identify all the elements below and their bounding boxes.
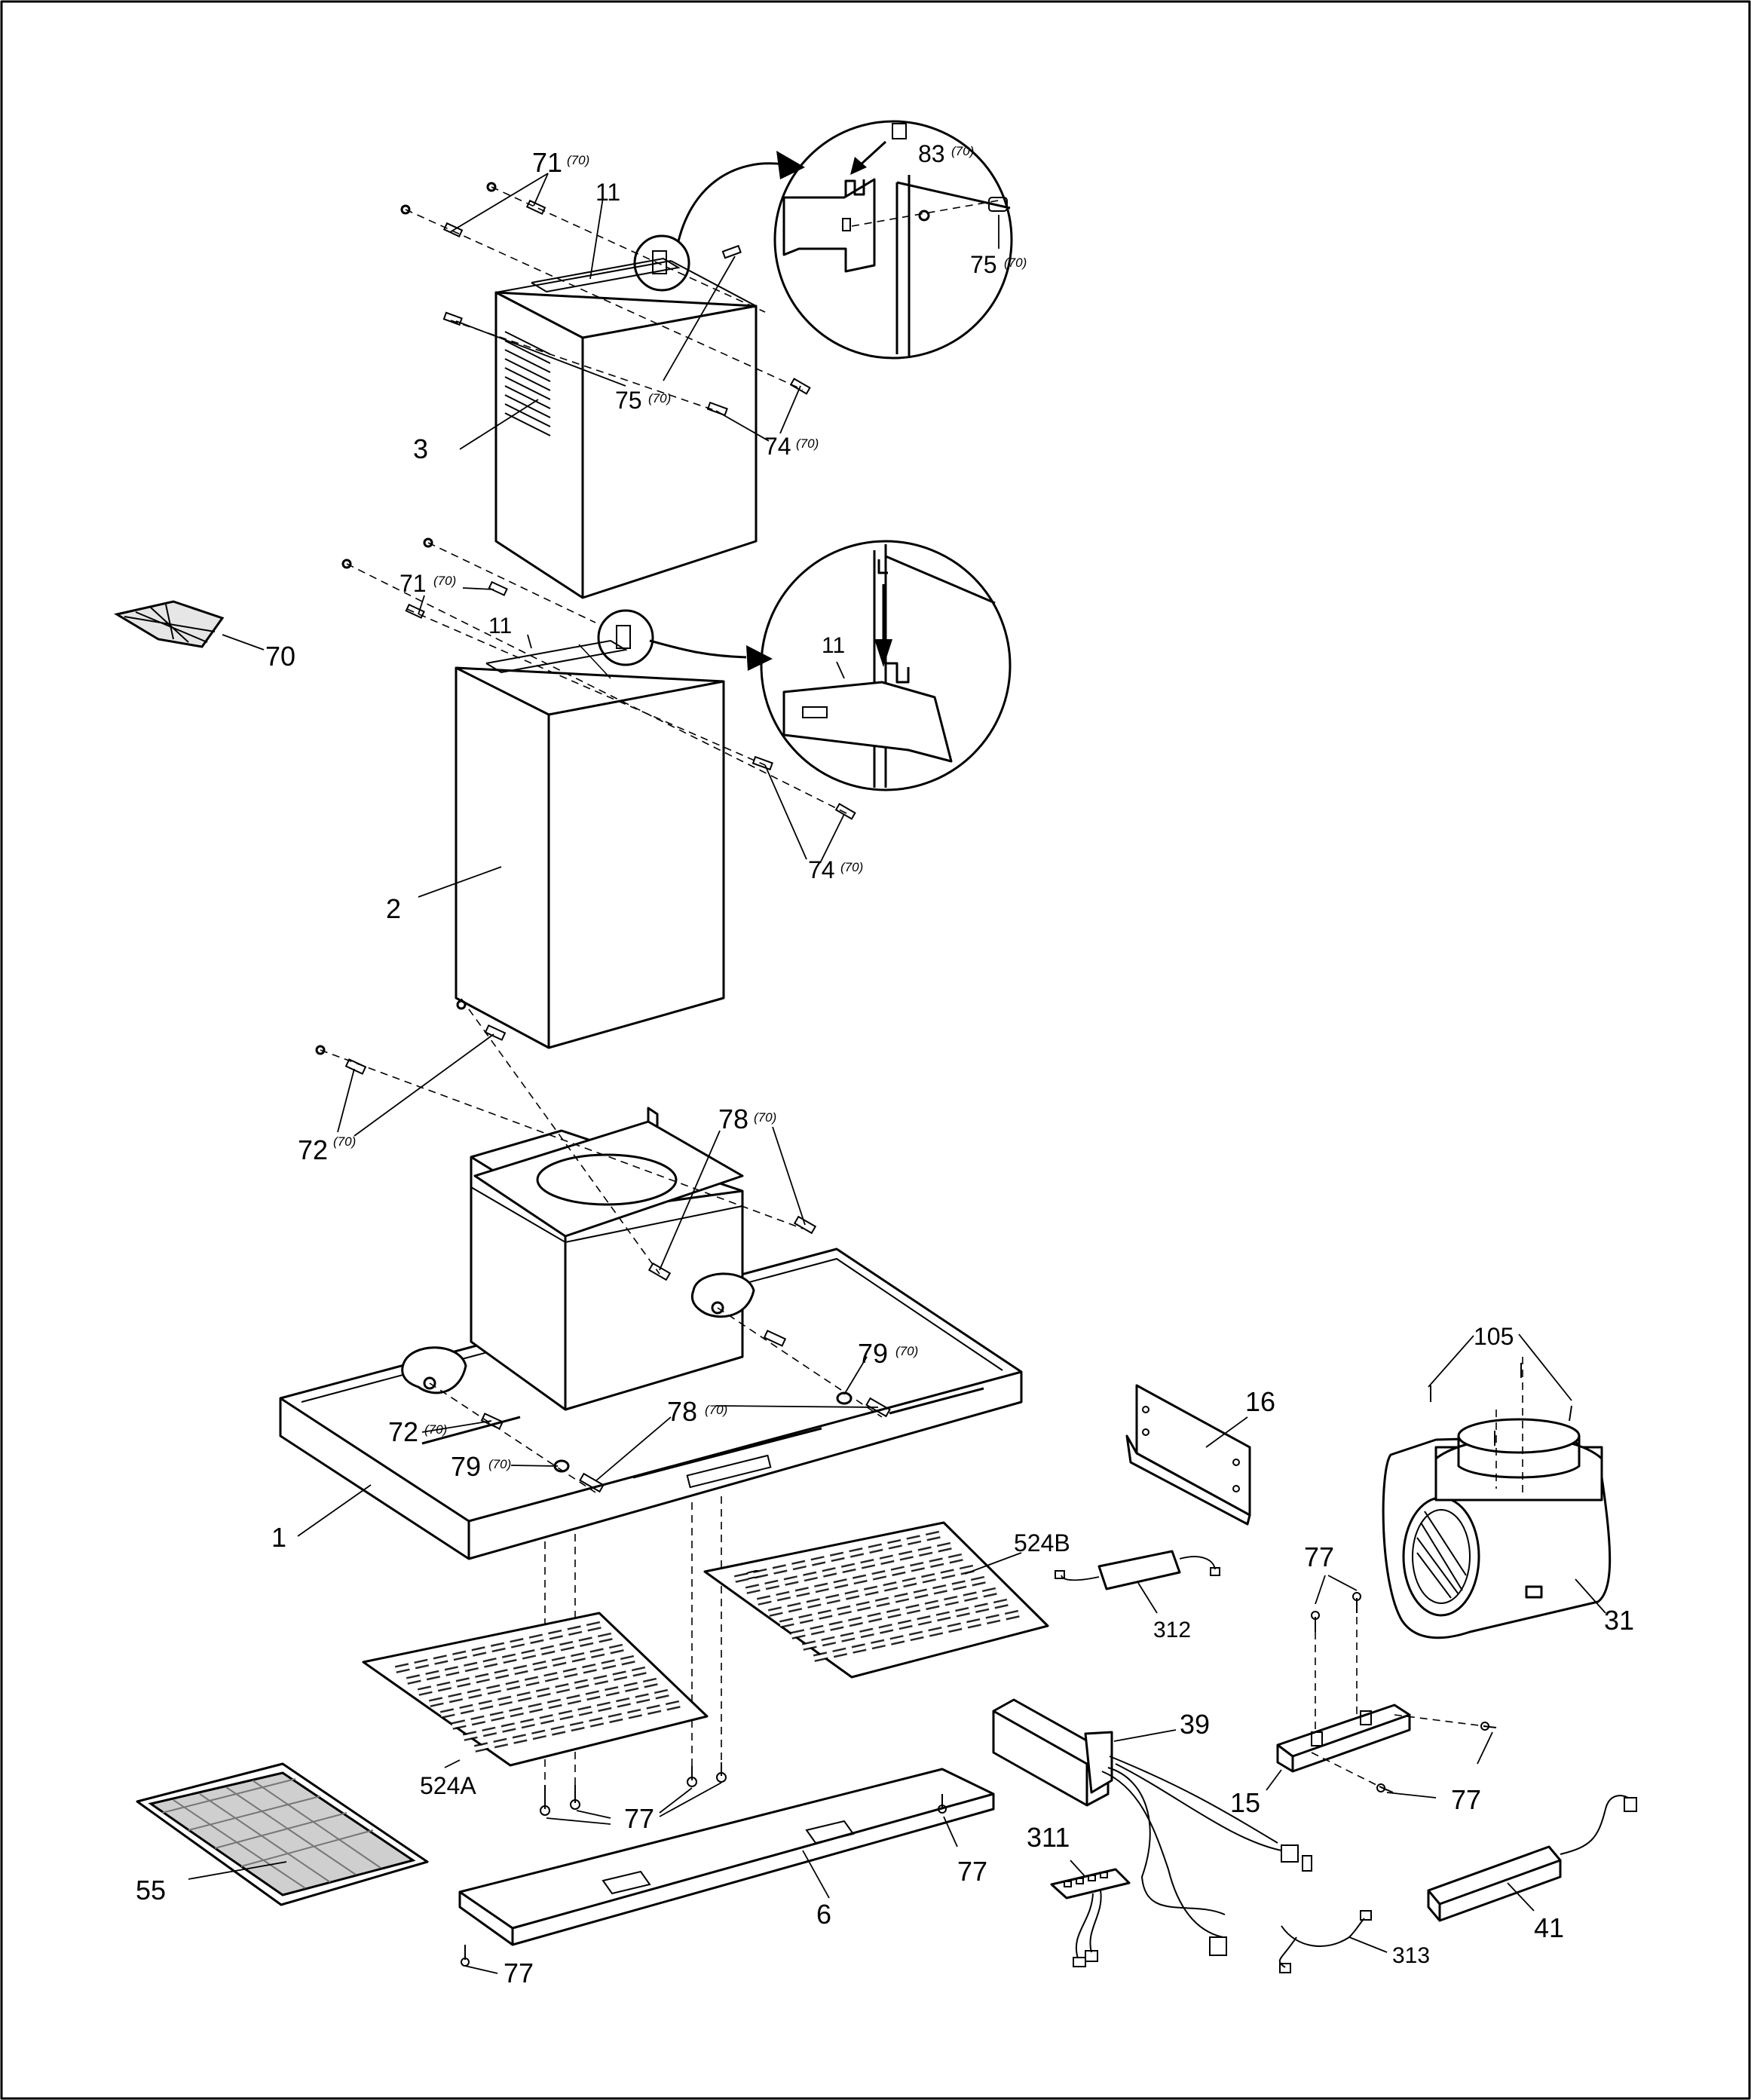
label-79-right-qty: (70)	[895, 1344, 918, 1358]
label-78-lower: 78	[667, 1396, 697, 1427]
fasteners-base	[297, 998, 891, 1786]
label-74-mid-qty: (70)	[840, 860, 863, 874]
label-105: 105	[1474, 1323, 1514, 1350]
part-312-capacitor	[1055, 1550, 1220, 1614]
part-1-hood-base	[279, 1107, 1023, 1560]
part-524A-grease-filter	[362, 1612, 709, 1768]
label-71-top: 71	[532, 147, 562, 178]
label-75-qty: (70)	[648, 391, 671, 406]
label-83: 83	[918, 140, 945, 167]
label-39: 39	[1180, 1709, 1210, 1740]
label-311: 311	[1027, 1822, 1070, 1853]
label-71-mid-qty: (70)	[433, 574, 456, 588]
label-312: 312	[1153, 1618, 1191, 1642]
label-78-lower-qty: (70)	[705, 1403, 727, 1417]
detail-zoom-top	[677, 120, 1013, 360]
detail-zoom-middle	[649, 540, 1012, 791]
label-70: 70	[265, 641, 295, 672]
label-79-left: 79	[451, 1451, 481, 1482]
label-55: 55	[136, 1875, 166, 1906]
part-524B-grease-filter	[703, 1521, 1049, 1679]
part-41-light-strip	[1427, 1795, 1637, 1922]
fasteners-middle	[341, 537, 856, 898]
label-15: 15	[1230, 1787, 1260, 1818]
label-31: 31	[1604, 1605, 1634, 1636]
label-72-lower: 72	[388, 1416, 418, 1447]
label-79-right: 79	[858, 1338, 888, 1369]
label-72-lower-qty: (70)	[424, 1422, 447, 1437]
label-6: 6	[816, 1899, 831, 1930]
part-31-blower	[1382, 1333, 1612, 1639]
screws-77-group	[540, 1762, 727, 1825]
label-75-zoom-qty: (70)	[1004, 256, 1027, 270]
part-3-upper-chimney	[494, 234, 758, 599]
part-15-bracket	[1266, 1575, 1497, 1798]
label-524A: 524A	[420, 1772, 476, 1799]
label-524B: 524B	[1014, 1529, 1070, 1557]
fasteners-top	[400, 173, 811, 450]
label-11-top: 11	[595, 179, 620, 206]
label-78-upper-qty: (70)	[754, 1110, 776, 1125]
label-11-mid: 11	[488, 614, 512, 638]
label-83-qty: (70)	[951, 144, 974, 158]
label-77-e: 77	[504, 1958, 534, 1988]
label-74-top: 74	[764, 433, 791, 460]
callout-labels: 71 (70) 11 83 (70) 75 (70) 75 (70) 74 (7…	[136, 140, 1634, 1988]
part-55-mesh-filter	[136, 1762, 429, 1906]
part-313-wiring	[1278, 1910, 1388, 1973]
label-78-upper: 78	[718, 1104, 748, 1134]
label-71-top-qty: (70)	[567, 153, 589, 167]
part-6-front-channel	[458, 1768, 995, 1974]
label-11-zoom: 11	[822, 633, 845, 658]
label-77-c: 77	[1451, 1784, 1481, 1815]
label-71-mid: 71	[399, 570, 427, 597]
label-313: 313	[1392, 1943, 1430, 1968]
label-72-upper: 72	[298, 1134, 328, 1165]
part-39-control-box	[992, 1698, 1312, 1956]
label-72-upper-qty: (70)	[333, 1134, 356, 1149]
label-77-b: 77	[624, 1803, 654, 1834]
label-3: 3	[413, 433, 428, 464]
label-77-a: 77	[1304, 1541, 1334, 1572]
part-16-bracket	[1125, 1384, 1251, 1526]
label-74-top-qty: (70)	[796, 436, 819, 451]
detail-circle-top	[633, 234, 690, 292]
label-41: 41	[1534, 1912, 1564, 1943]
part-311-control-panel	[1050, 1860, 1131, 1967]
part-70-pad	[114, 600, 265, 651]
part-2-lower-chimney	[455, 609, 725, 1049]
label-1: 1	[271, 1522, 286, 1553]
label-75-zoom: 75	[970, 251, 997, 278]
label-16: 16	[1245, 1386, 1275, 1417]
label-79-left-qty: (70)	[488, 1457, 511, 1471]
label-75: 75	[615, 387, 642, 414]
label-77-d: 77	[957, 1856, 987, 1887]
label-2: 2	[386, 893, 401, 924]
label-74-mid: 74	[808, 856, 835, 883]
